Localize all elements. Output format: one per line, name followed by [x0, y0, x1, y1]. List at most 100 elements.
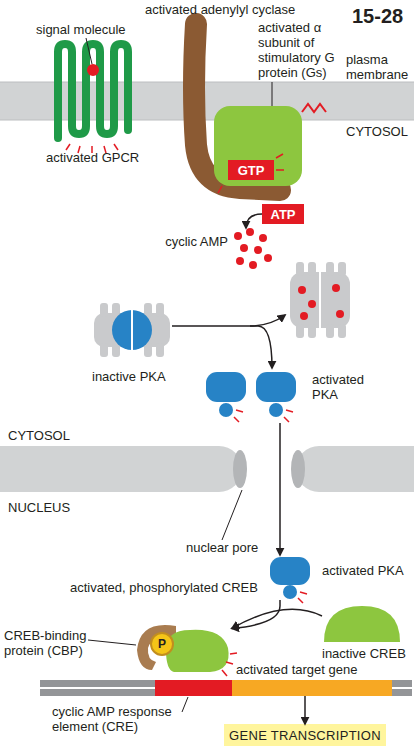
creb-protein-shape: [324, 606, 400, 642]
active-pka-shape: [236, 410, 243, 412]
pka-regulatory-subunits: [326, 262, 334, 276]
leader-line: [182, 697, 188, 712]
camp-cluster-shape: [249, 261, 257, 269]
active-pka: activated PKA: [200, 368, 300, 423]
part-label: CREB-binding protein (CBP): [4, 628, 100, 658]
creb-protein-shape: [322, 604, 402, 644]
node-text: inactive PKA: [92, 369, 202, 384]
nuclear-envelope: [296, 446, 414, 492]
pka-regulatory-subunits: [338, 324, 346, 338]
figure-number: 15-28: [352, 4, 412, 28]
pka-complex-shape: [92, 293, 172, 367]
leader-line: [222, 490, 242, 540]
part-label: plasma membrane: [346, 52, 412, 82]
camp-cluster-shape: [254, 246, 262, 254]
nuclear-envelope: [0, 446, 414, 492]
pka-regulatory-subunits: [296, 262, 304, 276]
pka-regulatory-subunits: [308, 262, 316, 276]
part-label: cyclic AMP response element (CRE): [52, 704, 202, 734]
pka-complex-shape: [100, 343, 108, 357]
node-text: cyclic AMP: [150, 234, 228, 249]
camp-cluster-shape: [232, 228, 272, 270]
active-pka-shape: [268, 555, 316, 600]
camp-cluster-shape: [234, 232, 242, 240]
pka-complex-shape: [156, 303, 164, 317]
pka-complex-shape: [112, 343, 120, 357]
creb-protein: inactive CREB: [322, 604, 402, 644]
camp-cluster-shape: [246, 228, 254, 236]
pka-complex-shape: [100, 303, 108, 317]
gs-alpha-subunit: [302, 104, 326, 112]
active-pka-shape: [219, 403, 233, 417]
active-pka: activated PKA: [268, 555, 316, 600]
gpcr-receptor: [87, 64, 99, 76]
gpcr-receptor: [66, 144, 70, 150]
pka-complex-shape: [112, 303, 120, 317]
node-text: GTP: [228, 160, 274, 180]
pka-regulatory-subunits: [319, 272, 321, 328]
camp-cluster-shape: [240, 244, 248, 252]
region-label: CYTOSOL: [8, 428, 88, 443]
plasma-membrane: [0, 120, 414, 121]
dna-strands: [155, 680, 232, 696]
node-text: GENE TRANSCRIPTION: [224, 724, 386, 746]
active-pka-shape: [206, 372, 246, 402]
gs-alpha-subunit: [214, 106, 302, 186]
gtp-box: GTP: [228, 160, 274, 180]
active-pka-shape: [298, 598, 303, 603]
nuclear-envelope: [291, 450, 305, 488]
creb-protein-shape: [166, 630, 229, 672]
pka-complex-shape: [131, 310, 133, 350]
active-pka-shape: [270, 557, 310, 585]
region-label: NUCLEUS: [8, 500, 88, 515]
pka-complex: inactive PKA: [92, 293, 172, 367]
creb-protein: activated, phosphorylated CREBP: [160, 626, 232, 674]
flow-arrow: [172, 326, 272, 368]
leader-line: [272, 82, 273, 106]
gs-alpha-subunit: [214, 104, 326, 193]
flow-arrow: [232, 609, 322, 628]
node-text: activated target gene: [236, 662, 406, 677]
node-text: activated, phosphorylated CREB: [70, 580, 310, 595]
camp-cluster-shape: [264, 254, 272, 262]
flow-arrow: [232, 600, 280, 628]
gene-segment: activated target gene: [232, 680, 392, 696]
nuclear-envelope: [0, 446, 242, 492]
gs-alpha-subunit: [276, 169, 284, 171]
pka-regulatory-subunits: [336, 310, 344, 318]
node-text: ATP: [262, 204, 304, 224]
creb-protein-shape: [222, 670, 227, 676]
node-text: P: [152, 634, 172, 654]
release-arrow: [250, 315, 285, 326]
phosphate-circle: P: [150, 632, 174, 656]
part-label: signal molecule: [36, 22, 156, 37]
flow-arrow: [304, 696, 306, 724]
part-label: activated α subunit of stimulatory G pro…: [258, 20, 342, 80]
region-label: CYTOSOL: [346, 124, 414, 139]
active-pka-shape: [256, 372, 296, 402]
part-label: nuclear pore: [186, 540, 286, 555]
active-pka-shape: [269, 403, 283, 417]
flow-arrow: [279, 423, 281, 555]
pka-regulatory-subunits: [290, 262, 350, 338]
dna-strands: [40, 680, 412, 696]
pka-regulatory-subunits: [296, 324, 304, 338]
creb-protein-shape: [230, 653, 237, 654]
node-text: inactive CREB: [322, 646, 414, 661]
pka-regulatory-subunits: [290, 272, 350, 328]
camp-cluster-shape: [259, 234, 267, 242]
gs-alpha-subunit: [218, 186, 222, 193]
active-pka-shape: [286, 410, 293, 412]
gpcr-receptor: [58, 44, 128, 138]
output-box: GENE TRANSCRIPTION: [224, 724, 386, 746]
creb-protein-shape: [226, 662, 233, 664]
pka-regulatory-subunits: [298, 286, 306, 294]
plasma-membrane: [0, 82, 414, 120]
gs-alpha-subunit: [276, 154, 283, 158]
camp-cluster: cyclic AMP: [232, 228, 272, 270]
pka-regulatory-subunits: [332, 284, 340, 292]
active-pka-shape: [200, 368, 300, 423]
part-label: activated GPCR: [46, 150, 166, 165]
creb-protein-shape: [222, 653, 237, 676]
active-pka-shape: [283, 585, 297, 599]
